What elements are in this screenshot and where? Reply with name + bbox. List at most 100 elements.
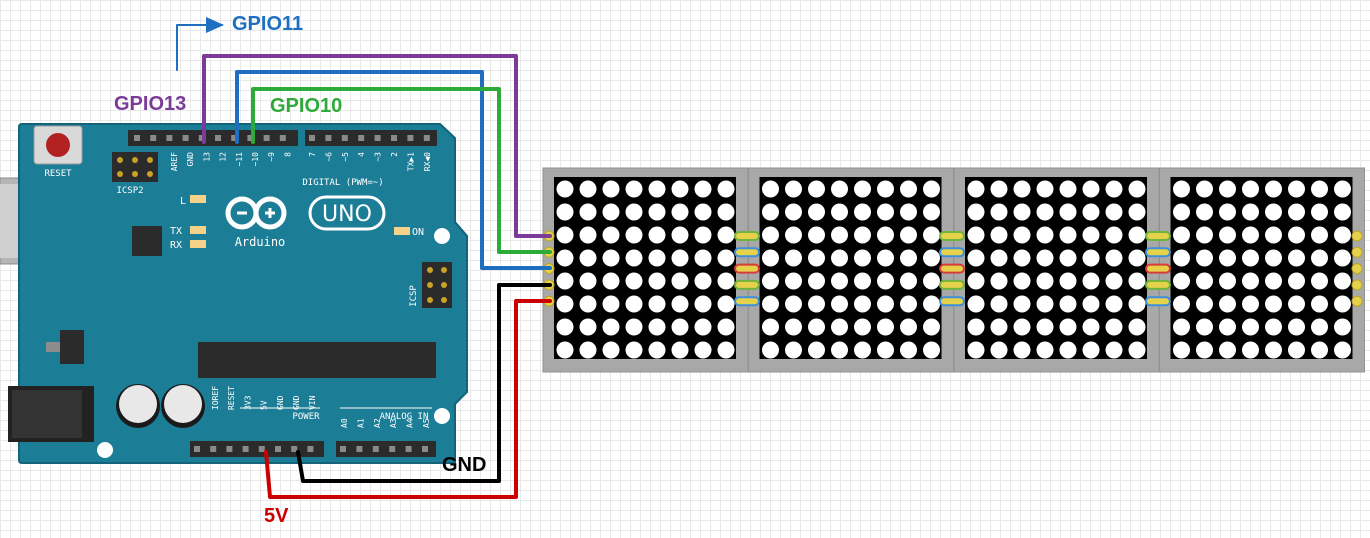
- matrix-led: [877, 295, 894, 313]
- matrix-led: [1219, 249, 1236, 267]
- status-leds: L TX RX ON: [170, 195, 424, 251]
- matrix-led: [990, 295, 1008, 313]
- matrix-led: [625, 226, 643, 244]
- matrix-led: [808, 341, 825, 359]
- matrix-led: [990, 249, 1008, 267]
- matrix-module-1: [542, 167, 749, 373]
- matrix-led: [602, 226, 620, 244]
- matrix-led: [556, 249, 574, 267]
- matrix-led: [671, 295, 689, 313]
- reset-label: RESET: [44, 169, 72, 179]
- matrix-led: [1013, 295, 1031, 313]
- matrix-led: [877, 226, 894, 244]
- header-pin: [263, 135, 270, 141]
- pin-label: ~11: [235, 152, 244, 167]
- header-pin: [210, 446, 217, 452]
- brand-label: Arduino: [235, 235, 286, 249]
- pin-label: 5V: [260, 400, 269, 410]
- matrix-led: [1311, 226, 1328, 244]
- matrix-led: [854, 249, 871, 267]
- module-connector: [939, 231, 965, 307]
- matrix-led: [1173, 203, 1190, 221]
- matrix-led: [1173, 249, 1190, 267]
- pin-label: 13: [202, 152, 211, 162]
- matrix-led: [967, 249, 985, 267]
- matrix-led: [808, 295, 825, 313]
- matrix-led: [556, 180, 574, 198]
- matrix-led: [1196, 272, 1213, 290]
- connector-bridge: [939, 296, 965, 307]
- header-pin: [374, 135, 381, 141]
- matrix-led: [1196, 249, 1213, 267]
- matrix-led: [648, 295, 666, 313]
- matrix-led: [1219, 272, 1236, 290]
- matrix-led: [1219, 203, 1236, 221]
- header-pin: [194, 446, 200, 452]
- matrix-led: [923, 226, 940, 244]
- connector-bridge: [734, 263, 760, 274]
- matrix-module-3: [953, 167, 1160, 373]
- matrix-led: [762, 318, 779, 336]
- matrix-led: [694, 318, 712, 336]
- pin-label: ~9: [267, 152, 276, 162]
- header-pin: [340, 446, 346, 452]
- matrix-led: [785, 272, 802, 290]
- matrix-led: [1105, 203, 1123, 221]
- matrix-led: [923, 249, 940, 267]
- matrix-led: [1128, 203, 1146, 221]
- matrix-led: [900, 341, 917, 359]
- matrix-led: [1219, 341, 1236, 359]
- matrix-led: [1082, 180, 1100, 198]
- matrix-led: [717, 180, 735, 198]
- pin-label: A0: [340, 418, 349, 428]
- matrix-led: [579, 203, 597, 221]
- connector-bridge: [939, 247, 965, 258]
- matrix-led: [1242, 272, 1259, 290]
- matrix-led: [831, 272, 848, 290]
- header-pin: [279, 135, 286, 141]
- matrix-led: [854, 318, 871, 336]
- matrix-led: [625, 295, 643, 313]
- matrix-led: [1334, 203, 1351, 221]
- matrix-led: [762, 341, 779, 359]
- matrix-led: [1059, 272, 1077, 290]
- matrix-led: [1128, 226, 1146, 244]
- connector-pin: [1351, 279, 1363, 291]
- matrix-led: [1265, 249, 1282, 267]
- matrix-led: [1128, 249, 1146, 267]
- pin-label: VIN: [308, 395, 317, 410]
- matrix-led: [556, 203, 574, 221]
- pin-label: RX◀0: [423, 152, 432, 171]
- matrix-led: [967, 226, 985, 244]
- matrix-led: [785, 226, 802, 244]
- matrix-led: [1242, 203, 1259, 221]
- pin-label: GND: [276, 395, 285, 410]
- matrix-led: [671, 249, 689, 267]
- pin-label: AREF: [170, 152, 179, 171]
- matrix-led: [694, 249, 712, 267]
- matrix-led: [1105, 295, 1123, 313]
- connector-pin: [1351, 295, 1363, 307]
- wire-5v: [264, 299, 552, 499]
- matrix-led: [579, 341, 597, 359]
- matrix-led: [1242, 249, 1259, 267]
- matrix-led: [717, 249, 735, 267]
- pin-label: GND: [186, 152, 195, 167]
- matrix-led: [900, 295, 917, 313]
- matrix-led: [556, 295, 574, 313]
- matrix-led: [785, 203, 802, 221]
- matrix-led: [694, 272, 712, 290]
- matrix-led: [602, 295, 620, 313]
- header-pin: [405, 446, 412, 452]
- matrix-led: [648, 203, 666, 221]
- matrix-led: [1173, 341, 1190, 359]
- matrix-led: [990, 318, 1008, 336]
- header-pin: [356, 446, 363, 452]
- matrix-led: [1288, 180, 1305, 198]
- power-caption: POWER: [292, 412, 320, 422]
- matrix-led: [1036, 180, 1054, 198]
- matrix-led: [762, 295, 779, 313]
- pin-label: IOREF: [211, 386, 220, 410]
- matrix-led: [831, 318, 848, 336]
- matrix-led: [648, 318, 666, 336]
